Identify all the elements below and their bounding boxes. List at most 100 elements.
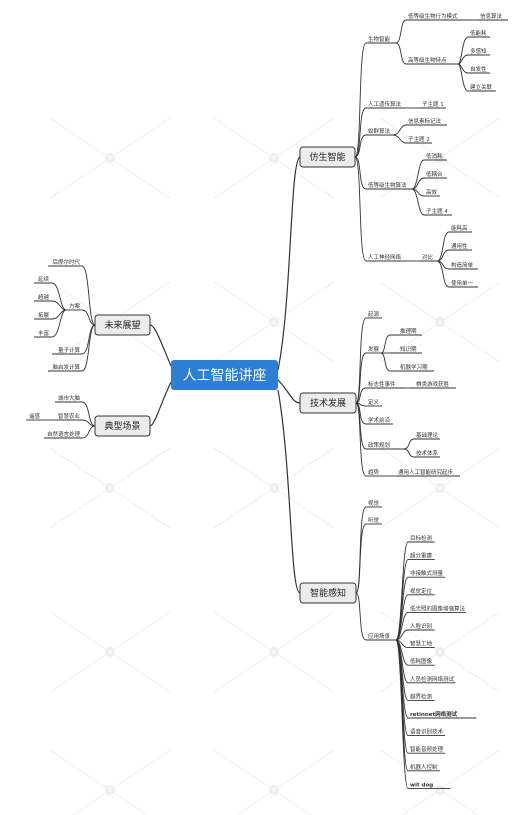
node-chess-win[interactable]: 棋类游戏获胜 — [410, 380, 456, 389]
node-quantum[interactable]: 量子计算 — [52, 346, 82, 355]
node-ant-colony[interactable]: 蚁群算法 — [366, 127, 393, 136]
application-item[interactable]: 智能音频处理 — [408, 745, 446, 754]
application-item[interactable]: 非接触式测量 — [408, 569, 446, 578]
node-subtopic-1[interactable]: 子主题 1 — [420, 100, 446, 109]
node-post-moore[interactable]: 后摩尔时代 — [48, 258, 82, 267]
node-label: 生物智能 — [368, 35, 391, 43]
application-item[interactable]: 低光照的图像增强算法 — [408, 604, 466, 613]
node-label: 子主题 4 — [426, 207, 448, 215]
application-item[interactable]: 语音识别技术 — [408, 728, 446, 737]
node-low-bio-algorithm[interactable]: 低等级生物算法 — [366, 181, 412, 190]
application-item[interactable]: 视觉定位 — [408, 587, 435, 596]
node-trend[interactable]: 趋势 — [366, 468, 380, 477]
node-brain-computing[interactable]: 脑启发计算 — [48, 363, 82, 372]
node-agi-start[interactable]: 通用人工智能研究起步 — [396, 468, 460, 477]
application-item[interactable]: wit dog — [408, 782, 451, 789]
application-item[interactable]: 低耗图像 — [408, 657, 435, 666]
node-label: 使用单一 — [451, 279, 474, 287]
application-item[interactable]: 越界检测 — [408, 692, 435, 701]
branch-future-label: 未来展望 — [104, 319, 140, 331]
node-policy[interactable]: 政策规划 — [366, 441, 404, 450]
node-low-consumption[interactable]: 低消耗 — [424, 152, 447, 161]
node-reasoning-period[interactable]: 推理期 — [390, 327, 422, 336]
node-frontier[interactable]: 学术前沿 — [366, 416, 393, 425]
node-surpass[interactable]: 超越 — [34, 293, 52, 302]
node-label: 丰富 — [38, 329, 50, 337]
node-knowledge-period[interactable]: 知识期 — [390, 345, 422, 354]
node-nlp[interactable]: 自然语言处理 — [44, 430, 82, 439]
node-hearing[interactable]: 听觉 — [366, 516, 382, 525]
node-definition[interactable]: 定义 — [366, 398, 382, 407]
branch-tech[interactable]: 技术发展 — [299, 392, 357, 414]
node-label: 人工神经网络 — [368, 253, 402, 261]
node-label: 能耗高 — [451, 224, 468, 232]
application-item-label: 人员检测网络测试 — [410, 675, 455, 683]
application-item[interactable]: 超分重建 — [408, 552, 435, 561]
node-label: 发展 — [368, 345, 380, 353]
node-neural-network[interactable]: 人工神经网络 — [366, 253, 406, 262]
application-item[interactable]: 目标检测 — [408, 534, 435, 543]
node-label: 学术前沿 — [368, 416, 391, 424]
branch-bionic-label: 仿生智能 — [309, 151, 345, 163]
node-continue[interactable]: 延续 — [34, 275, 52, 284]
node-label: 定义 — [368, 398, 380, 406]
node-high-level-features[interactable]: 高等级生物特点 — [406, 56, 458, 65]
application-item[interactable]: 机器人控制 — [408, 763, 440, 772]
node-single-use[interactable]: 使用单一 — [449, 279, 478, 288]
node-low-level-behavior[interactable]: 低等级生物行为模式 — [406, 12, 471, 21]
node-efficient[interactable]: 高效 — [424, 188, 440, 197]
node-enrich[interactable]: 丰富 — [34, 329, 52, 338]
node-application-scenes[interactable]: 应用场景 — [366, 632, 396, 641]
node-multi-perception[interactable]: 多感知 — [468, 47, 490, 56]
application-item-label: retinnet网络测试 — [410, 710, 458, 718]
node-label: 后摩尔时代 — [52, 258, 80, 266]
node-label: 推理期 — [400, 327, 417, 335]
node-low-coupling[interactable]: 低耦合 — [424, 170, 447, 179]
node-high-energy[interactable]: 能耗高 — [449, 224, 472, 233]
node-landmark-event[interactable]: 标志性事件 — [366, 380, 404, 389]
node-label: 蚁群算法 — [368, 127, 391, 135]
node-label: 知识期 — [400, 345, 417, 353]
branch-bionic[interactable]: 仿生智能 — [299, 146, 356, 168]
node-tech-system[interactable]: 技术体系 — [414, 449, 440, 458]
node-label: 低消耗 — [426, 152, 443, 160]
node-label: 方案 — [69, 302, 81, 310]
application-item[interactable]: 人脸识别 — [408, 622, 435, 631]
node-origin[interactable]: 起源 — [366, 310, 382, 319]
branch-scenes[interactable]: 典型场景 — [94, 415, 151, 437]
node-label: 起源 — [368, 310, 380, 318]
application-item-label: 目标检测 — [410, 534, 433, 542]
node-biological[interactable]: 生物智能 — [366, 35, 396, 44]
node-spontaneity[interactable]: 自发性 — [468, 65, 490, 74]
node-generality[interactable]: 通用性 — [449, 242, 472, 251]
node-remote-sensing[interactable]: 遥感 — [26, 412, 42, 421]
node-low-energy[interactable]: 低能耗 — [468, 29, 490, 38]
node-development[interactable]: 发展 — [366, 345, 381, 354]
node-vision[interactable]: 视觉 — [366, 499, 382, 508]
branch-perception[interactable]: 智能感知 — [299, 582, 357, 604]
application-item-label: wit dog — [410, 782, 433, 788]
root-node[interactable]: 人工智能讲座 — [171, 360, 278, 390]
node-subtopic-2[interactable]: 子主题 2 — [406, 135, 432, 144]
node-expand[interactable]: 拓展 — [34, 311, 52, 320]
node-compare[interactable]: 对比 — [420, 253, 437, 262]
node-info-algorithm[interactable]: 信息算法 — [478, 12, 508, 21]
node-label: 高等级生物特点 — [408, 56, 447, 64]
node-basic-theory[interactable]: 基础理论 — [414, 431, 440, 440]
node-genetic-algorithm[interactable]: 人工遗传算法 — [366, 100, 404, 109]
application-item[interactable]: 智慧工地 — [408, 640, 435, 649]
node-subtopic-4[interactable]: 子主题 4 — [424, 207, 452, 216]
node-smart-agriculture[interactable]: 智慧农业 — [57, 412, 82, 421]
node-plan[interactable]: 方案 — [66, 302, 82, 311]
node-association[interactable]: 建立关联 — [468, 83, 496, 92]
node-label: 技术体系 — [416, 449, 439, 457]
node-pheromone[interactable]: 信息素标记法 — [406, 117, 447, 126]
node-ml-period[interactable]: 机器学习期 — [390, 363, 434, 372]
node-simple-structure[interactable]: 构造简单 — [449, 261, 478, 270]
node-city-brain[interactable]: 城市大脑 — [55, 394, 82, 403]
application-item[interactable]: 人员检测网络测试 — [408, 675, 456, 684]
branch-future[interactable]: 未来展望 — [94, 314, 151, 336]
application-list: 目标检测超分重建非接触式测量视觉定位低光照的图像增强算法人脸识别智慧工地低耗图像… — [408, 534, 477, 789]
node-label: 通用性 — [451, 242, 468, 250]
application-item[interactable]: retinnet网络测试 — [408, 710, 477, 719]
